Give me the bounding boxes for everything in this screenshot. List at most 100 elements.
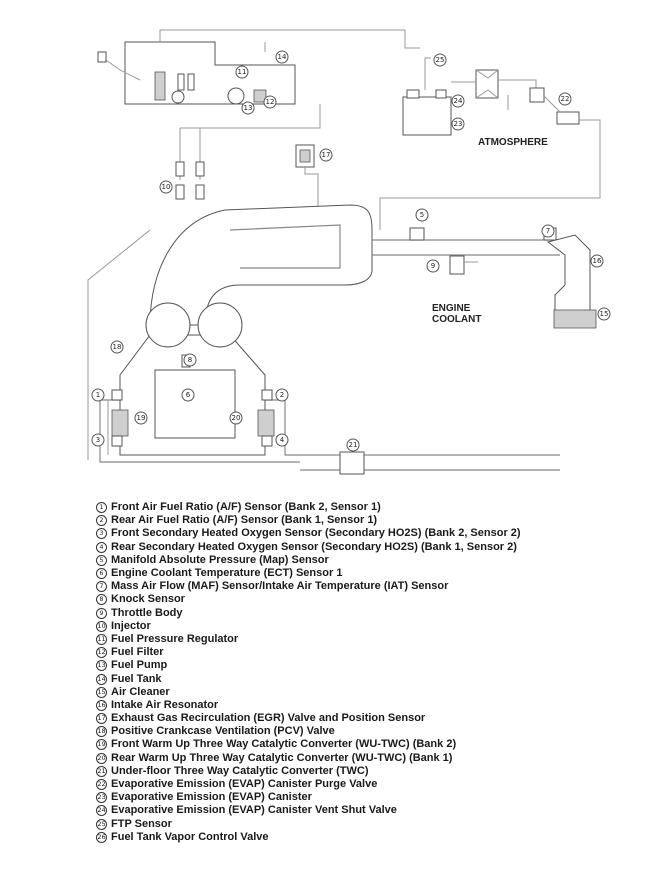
svg-text:9: 9 bbox=[431, 262, 435, 270]
evap-canister-assembly bbox=[379, 57, 601, 230]
legend-text: Rear Warm Up Three Way Catalytic Convert… bbox=[111, 751, 453, 764]
svg-text:2: 2 bbox=[280, 391, 284, 399]
svg-text:8: 8 bbox=[188, 356, 192, 364]
legend-number: 8 bbox=[96, 594, 107, 606]
legend-text: Fuel Tank Vapor Control Valve bbox=[111, 830, 269, 843]
legend-text: Fuel Pump bbox=[111, 659, 168, 672]
legend-text: Front Secondary Heated Oxygen Sensor (Se… bbox=[111, 527, 521, 540]
legend-number: 25 bbox=[96, 818, 107, 830]
component-legend: 1 Front Air Fuel Ratio (A/F) Sensor (Bank… bbox=[96, 501, 636, 844]
callout-14: 14 bbox=[275, 50, 289, 64]
fuel-tank-assembly bbox=[97, 29, 420, 105]
svg-text:17: 17 bbox=[322, 151, 331, 159]
svg-text:3: 3 bbox=[96, 436, 100, 444]
callout-18: 18 bbox=[110, 340, 124, 354]
svg-text:18: 18 bbox=[113, 343, 122, 351]
svg-text:15: 15 bbox=[600, 310, 609, 318]
callout-13: 13 bbox=[241, 101, 255, 115]
legend-text: Rear Secondary Heated Oxygen Sensor (Sec… bbox=[111, 540, 517, 553]
legend-number: 3 bbox=[96, 528, 107, 540]
legend-text: Fuel Filter bbox=[111, 646, 164, 659]
svg-text:24: 24 bbox=[454, 97, 463, 105]
callout-1: 1 bbox=[91, 388, 105, 402]
legend-text: Front Air Fuel Ratio (A/F) Sensor (Bank … bbox=[111, 501, 381, 514]
svg-text:1: 1 bbox=[96, 391, 100, 399]
legend-text: Fuel Pressure Regulator bbox=[111, 632, 239, 645]
callout-23: 23 bbox=[451, 117, 465, 131]
legend-number: 9 bbox=[96, 607, 107, 619]
svg-text:19: 19 bbox=[137, 414, 146, 422]
emission-system-diagram: ATMOSPHERE ENGINE COOLANT 1 2 3 4 5 6 7 … bbox=[87, 29, 611, 475]
legend-number: 16 bbox=[96, 699, 107, 711]
egr-valve bbox=[295, 144, 319, 220]
legend-number: 22 bbox=[96, 779, 107, 791]
svg-text:20: 20 bbox=[232, 414, 241, 422]
legend-text: Fuel Tank bbox=[111, 672, 162, 685]
legend-item: 7 Mass Air Flow (MAF) Sensor/Intake Air T… bbox=[96, 580, 636, 593]
svg-text:14: 14 bbox=[278, 53, 287, 61]
callout-4: 4 bbox=[275, 433, 289, 447]
callout-19: 19 bbox=[134, 411, 148, 425]
legend-number: 10 bbox=[96, 620, 107, 632]
legend-text: Air Cleaner bbox=[111, 685, 170, 698]
callout-5: 5 bbox=[415, 208, 429, 222]
legend-text: FTP Sensor bbox=[111, 817, 172, 830]
legend-number: 6 bbox=[96, 568, 107, 580]
svg-text:11: 11 bbox=[238, 68, 247, 76]
legend-text: Under-floor Three Way Catalytic Converte… bbox=[111, 764, 369, 777]
legend-item: 3 Front Secondary Heated Oxygen Sensor (S… bbox=[96, 527, 636, 540]
svg-text:13: 13 bbox=[244, 104, 253, 112]
callout-17: 17 bbox=[319, 148, 333, 162]
legend-text: Mass Air Flow (MAF) Sensor/Intake Air Te… bbox=[111, 580, 449, 593]
legend-text: Rear Air Fuel Ratio (A/F) Sensor (Bank 1… bbox=[111, 514, 378, 527]
legend-number: 7 bbox=[96, 581, 107, 593]
callout-22: 22 bbox=[558, 92, 572, 106]
legend-text: Evaporative Emission (EVAP) Canister Pur… bbox=[111, 778, 378, 791]
callout-2: 2 bbox=[275, 388, 289, 402]
svg-text:4: 4 bbox=[280, 436, 285, 444]
legend-text: Throttle Body bbox=[111, 606, 183, 619]
svg-text:21: 21 bbox=[349, 441, 358, 449]
legend-text: Evaporative Emission (EVAP) Canister Ven… bbox=[111, 804, 397, 817]
legend-number: 19 bbox=[96, 739, 107, 751]
legend-number: 1 bbox=[96, 502, 107, 514]
callout-24: 24 bbox=[451, 94, 465, 108]
legend-item: 26 Fuel Tank Vapor Control Valve bbox=[96, 831, 636, 844]
legend-text: Front Warm Up Three Way Catalytic Conver… bbox=[111, 738, 457, 751]
legend-number: 2 bbox=[96, 515, 107, 527]
svg-text:16: 16 bbox=[593, 257, 602, 265]
legend-text: Injector bbox=[111, 619, 151, 632]
legend-text: Intake Air Resonator bbox=[111, 698, 219, 711]
legend-number: 26 bbox=[96, 831, 107, 843]
legend-number: 20 bbox=[96, 752, 107, 764]
callout-11: 11 bbox=[235, 65, 249, 79]
legend-item: 13 Fuel Pump bbox=[96, 659, 636, 672]
legend-text: Evaporative Emission (EVAP) Canister bbox=[111, 791, 312, 804]
injectors bbox=[175, 104, 321, 200]
svg-text:10: 10 bbox=[162, 183, 171, 191]
callout-26 bbox=[171, 90, 185, 104]
legend-item: 1 Front Air Fuel Ratio (A/F) Sensor (Bank… bbox=[96, 501, 636, 514]
svg-text:22: 22 bbox=[561, 95, 570, 103]
svg-text:25: 25 bbox=[436, 56, 445, 64]
callout-12: 12 bbox=[263, 95, 277, 109]
legend-item: 9 Throttle Body bbox=[96, 607, 636, 620]
legend-item: 22 Evaporative Emission (EVAP) Canister P… bbox=[96, 778, 636, 791]
atmosphere-label: ATMOSPHERE bbox=[478, 137, 548, 148]
legend-number: 14 bbox=[96, 673, 107, 685]
legend-number: 11 bbox=[96, 633, 107, 645]
svg-text:7: 7 bbox=[546, 227, 550, 235]
svg-text:5: 5 bbox=[420, 211, 424, 219]
legend-text: Manifold Absolute Pressure (Map) Sensor bbox=[111, 553, 329, 566]
legend-number: 13 bbox=[96, 660, 107, 672]
